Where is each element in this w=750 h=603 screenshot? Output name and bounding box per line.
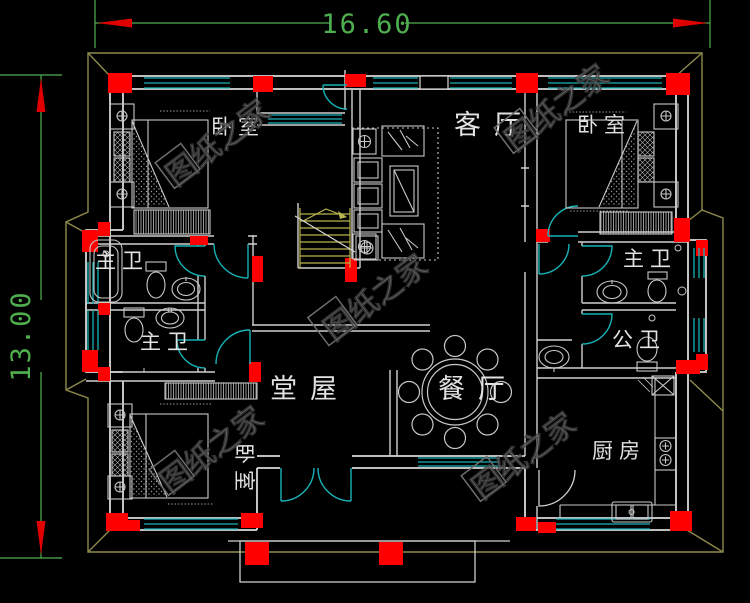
dimension-arrows xyxy=(36,18,708,555)
label-bedroom-top-left: 卧室 xyxy=(211,116,265,139)
label-master-bath-left-lower: 主卫 xyxy=(140,331,194,354)
entry-porch xyxy=(228,540,510,583)
kitchen-stove xyxy=(654,437,677,471)
toilet-left-lower xyxy=(123,307,145,343)
wardrobe-top-left xyxy=(133,209,211,235)
dining-table xyxy=(397,334,513,450)
label-master-bath-left-upper: 主卫 xyxy=(95,250,149,273)
dimension-lines xyxy=(0,0,711,559)
structural-columns xyxy=(82,73,708,565)
toilet-public-bath xyxy=(636,336,658,372)
floor-drain-left xyxy=(138,368,150,373)
toilet-master-right xyxy=(647,271,668,303)
bed-top-right xyxy=(565,103,679,212)
stair-direction-arrow xyxy=(338,211,347,219)
vent-mark xyxy=(674,244,682,252)
sink-left-upper xyxy=(171,277,201,301)
kitchen-door xyxy=(538,469,576,507)
wardrobe-bottom-left xyxy=(164,382,258,400)
sofa-set xyxy=(351,125,439,261)
floor-drain-right-upper xyxy=(677,286,687,296)
floor-drain-right-lower xyxy=(648,314,656,322)
windows xyxy=(87,77,705,530)
bed-bottom-left xyxy=(107,403,214,505)
bathtub xyxy=(89,239,123,303)
label-public-bath: 公卫 xyxy=(612,329,666,352)
label-main-hall: 堂屋 xyxy=(270,374,350,404)
stairs xyxy=(294,208,379,268)
dimension-width-label: 16.60 xyxy=(321,9,412,40)
label-kitchen: 厨房 xyxy=(592,440,646,463)
label-bedroom-bottom-left: 卧室 xyxy=(232,443,255,497)
label-master-bath-right: 主卫 xyxy=(623,248,677,271)
window-mullion-block xyxy=(419,75,449,90)
wardrobe-top-right xyxy=(599,211,673,235)
kitchen-sink xyxy=(611,501,653,523)
sink-left-lower xyxy=(155,307,185,329)
label-bedroom-top-right: 卧室 xyxy=(577,114,631,137)
dimension-height-label: 13.00 xyxy=(6,290,37,381)
toilet-left-upper xyxy=(145,261,167,299)
bed-top-left xyxy=(109,103,210,209)
fridge xyxy=(637,375,675,396)
label-dining-room: 餐厅 xyxy=(438,374,518,404)
roof-outline xyxy=(65,52,724,553)
sink-master-right xyxy=(596,280,628,304)
label-living-room: 客厅 xyxy=(454,110,534,140)
sink-corridor xyxy=(538,345,570,372)
doors xyxy=(174,84,613,502)
